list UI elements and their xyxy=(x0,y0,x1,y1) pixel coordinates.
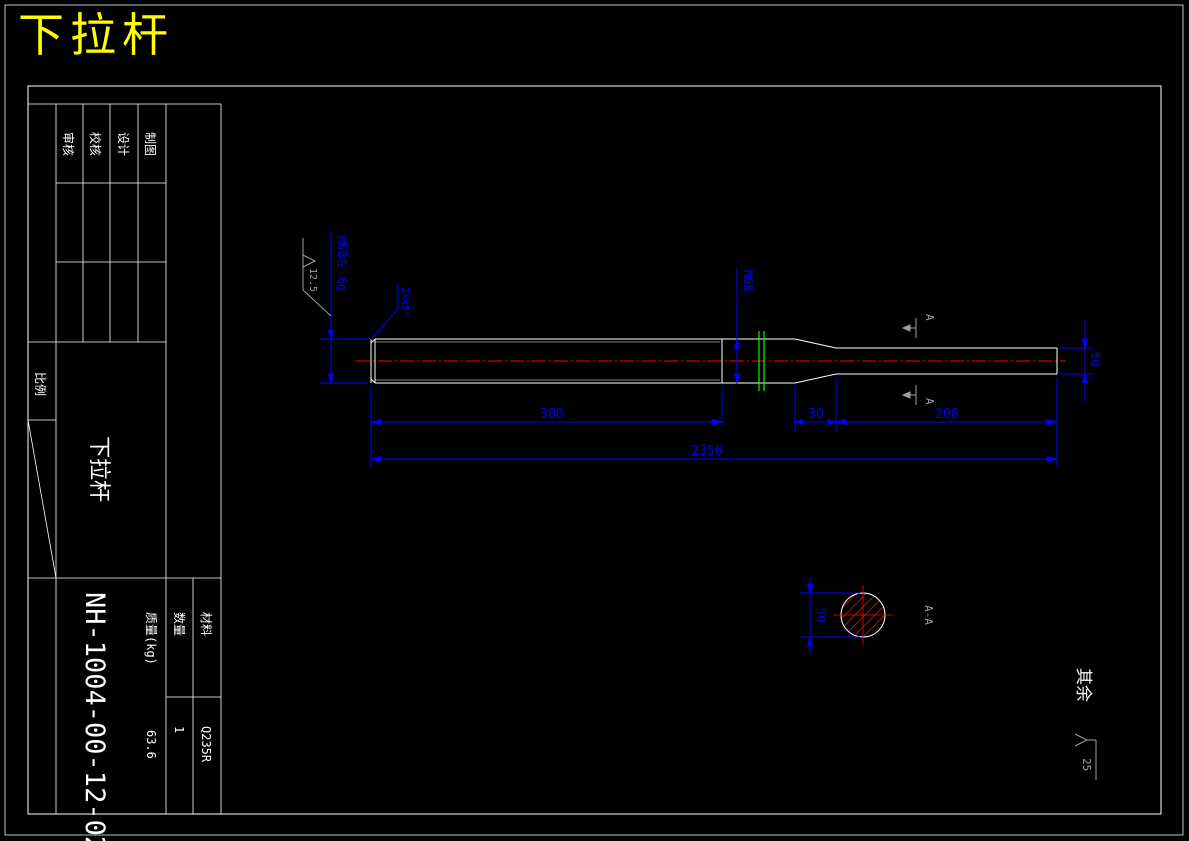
section-diameter: 50 xyxy=(814,608,828,622)
field-label-mass: 质量(kg) xyxy=(144,612,158,665)
role-label-design: 设计 xyxy=(116,132,130,156)
dim-end-diameter: 50 xyxy=(1088,352,1102,366)
drawing-frame xyxy=(27,85,1162,815)
dim-right-thread: M68 xyxy=(741,270,755,292)
surface-roughness-symbol xyxy=(302,238,332,317)
thread-relief-mark xyxy=(758,331,765,391)
section-mark-top: A xyxy=(923,314,936,321)
role-label-draw: 制图 xyxy=(143,132,157,156)
rest-roughness-label: 其余 xyxy=(1073,668,1093,702)
field-value-quantity: 1 xyxy=(172,726,186,733)
field-label-material: 材料 xyxy=(199,612,213,636)
dim-end-length: 200 xyxy=(935,407,958,422)
scale-label: 比例 xyxy=(33,372,47,396)
role-label-check: 校核 xyxy=(88,132,103,156)
section-label: A-A xyxy=(922,605,935,625)
rest-roughness-symbol xyxy=(1074,733,1097,780)
dimension-lines xyxy=(320,233,1093,468)
surface-roughness-value: 12.5 xyxy=(307,268,318,292)
section-mark-bottom: A xyxy=(923,398,936,405)
drawing-title: 下拉杆 xyxy=(18,8,174,62)
rest-roughness-value: 25 xyxy=(1080,758,1093,771)
dim-thread-length: 300 xyxy=(540,407,563,422)
field-label-quantity: 数量 xyxy=(172,612,187,636)
dim-chamfer: 2X45° xyxy=(399,287,410,317)
dim-total-length: 2350 xyxy=(691,444,722,459)
title-block xyxy=(27,103,222,814)
field-value-material: Q235R xyxy=(199,726,213,763)
dim-taper-length: 30 xyxy=(808,407,824,422)
part-name: 下拉杆 xyxy=(86,436,111,502)
dim-left-thread: M68左-6g xyxy=(335,236,350,291)
drawing-number: NH-1004-00-12-02 xyxy=(79,592,110,841)
field-value-mass: 63.6 xyxy=(144,730,158,759)
sheet-outer-border xyxy=(4,4,1184,836)
section-cut-markers xyxy=(901,318,917,405)
rod-outline xyxy=(370,338,1058,384)
role-label-review: 审核 xyxy=(61,132,76,156)
